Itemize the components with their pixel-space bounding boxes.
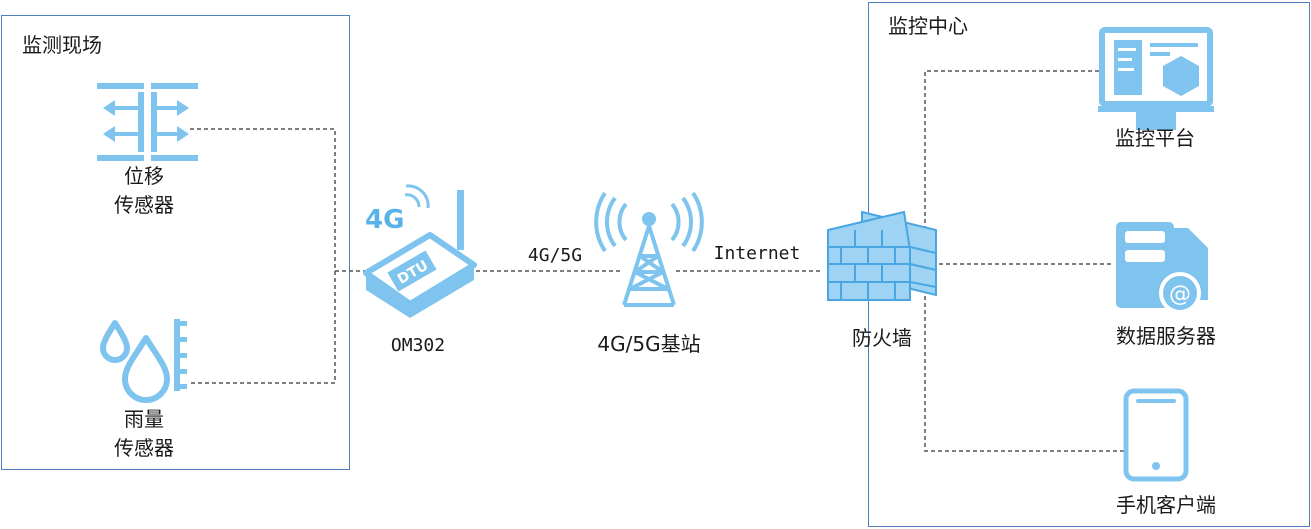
site-panel bbox=[1, 15, 350, 470]
mobile-phone-icon bbox=[1123, 388, 1189, 482]
center-panel-title: 监控中心 bbox=[888, 14, 968, 38]
displacement-sensor-label-line1: 位移 bbox=[124, 164, 164, 188]
connectors bbox=[190, 70, 1124, 452]
rain-sensor-label-line2: 传感器 bbox=[114, 436, 174, 460]
data-server-icon: @ bbox=[1116, 222, 1208, 314]
rain-sensor-icon bbox=[100, 320, 170, 403]
rain-sensor-label-line1: 雨量 bbox=[124, 407, 164, 431]
server-label: 数据服务器 bbox=[1116, 324, 1216, 348]
site-panel-title: 监测现场 bbox=[22, 33, 102, 57]
dtu-device-icon: DTU 4G bbox=[363, 184, 477, 318]
displacement-sensor-icon bbox=[97, 83, 198, 161]
link-4g-5g-label: 4G/5G bbox=[527, 245, 583, 266]
firewall-label: 防火墙 bbox=[852, 326, 912, 350]
at-symbol-icon: @ bbox=[1169, 282, 1191, 307]
mobile-label: 手机客户端 bbox=[1116, 493, 1216, 517]
link-internet-label: Internet bbox=[713, 243, 801, 264]
dtu-4g-badge: 4G bbox=[365, 205, 404, 235]
firewall-icon bbox=[827, 210, 937, 301]
connector-platform bbox=[924, 70, 1124, 452]
rain-gauge-scale-icon bbox=[174, 319, 187, 391]
cell-tower-icon bbox=[594, 191, 704, 307]
base-station-label: 4G/5G基站 bbox=[597, 332, 701, 356]
dtu-label: OM302 bbox=[390, 335, 446, 356]
monitor-platform-icon bbox=[1098, 27, 1214, 130]
connector-displacement bbox=[190, 128, 336, 384]
displacement-sensor-label-line2: 传感器 bbox=[114, 193, 174, 217]
platform-label: 监控平台 bbox=[1115, 126, 1195, 150]
